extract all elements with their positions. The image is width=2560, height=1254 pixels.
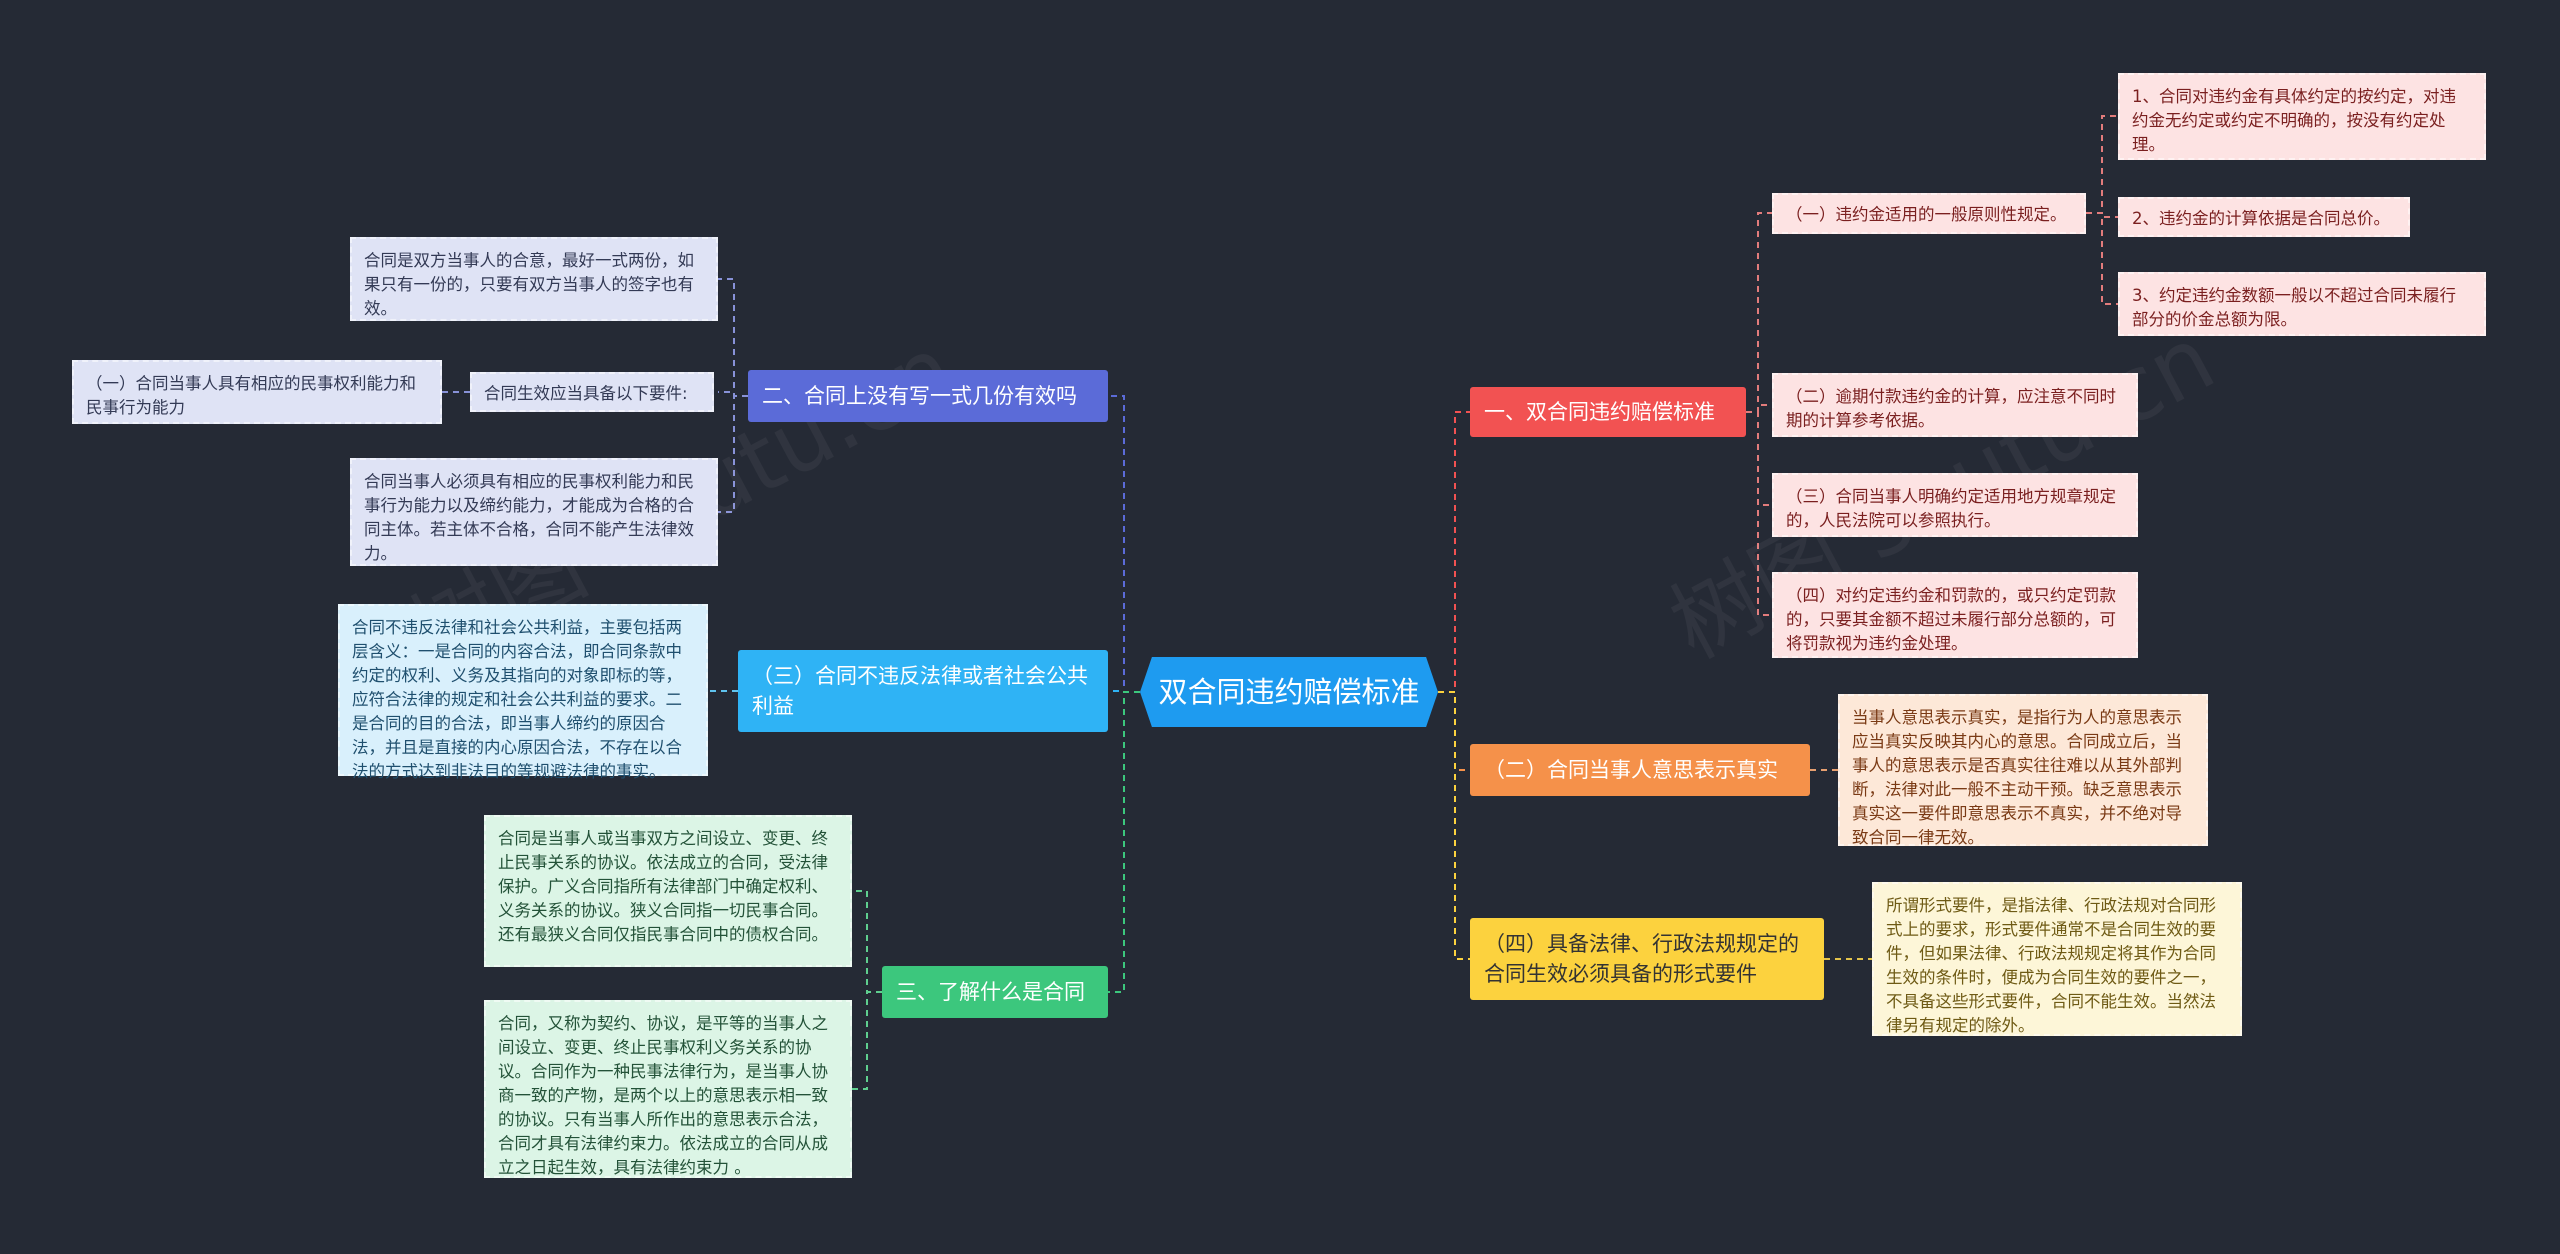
sub-local-rules[interactable]: （三）合同当事人明确约定适用地方规章规定的，人民法院可以参照执行。 — [1772, 473, 2138, 537]
sub-general-principle[interactable]: （一）违约金适用的一般原则性规定。 — [1772, 193, 2086, 234]
sub-fine-as-penalty[interactable]: （四）对约定违约金和罚款的，或只约定罚款的，只要其金额不超过未履行部分总额的，可… — [1772, 572, 2138, 658]
leaf-one-copy-valid[interactable]: 合同是双方当事人的合意，最好一式两份，如果只有一份的，只要有双方当事人的签字也有… — [350, 237, 718, 321]
sub-overdue-payment[interactable]: （二）逾期付款违约金的计算，应注意不同时期的计算参考依据。 — [1772, 373, 2138, 437]
connector — [1108, 691, 1140, 993]
leaf-penalty-limit[interactable]: 3、约定违约金数额一般以不超过合同未履行部分的价金总额为限。 — [2118, 272, 2486, 336]
branch-public-interest[interactable]: （三）合同不违反法律或者社会公共利益 — [738, 650, 1108, 732]
branch-what-is-contract[interactable]: 三、了解什么是合同 — [882, 966, 1108, 1018]
connector — [718, 391, 748, 397]
leaf-form-requirements[interactable]: 所谓形式要件，是指法律、行政法规对合同形式上的要求，形式要件通常不是合同生效的要… — [1872, 882, 2242, 1036]
center-topic[interactable]: 双合同违约赔偿标准 — [1140, 657, 1438, 727]
leaf-true-intent[interactable]: 当事人意思表示真实，是指行为人的意思表示应当真实反映其内心的意思。合同成立后，当… — [1838, 694, 2208, 847]
connector — [2086, 212, 2118, 218]
connector — [718, 395, 748, 513]
connector — [852, 991, 882, 1090]
leaf-contract-definition[interactable]: 合同是当事人或当事双方之间设立、变更、终止民事关系的协议。依法成立的合同，受法律… — [484, 815, 852, 967]
connector — [1746, 404, 1772, 413]
connector — [1438, 411, 1470, 693]
branch-standard[interactable]: 一、双合同违约赔偿标准 — [1470, 387, 1746, 437]
connector — [852, 890, 882, 993]
connector — [1746, 212, 1772, 413]
connector — [718, 278, 748, 397]
leaf-agreed-penalty[interactable]: 1、合同对违约金有具体约定的按约定，对违约金无约定或约定不明确的，按没有约定处理… — [2118, 73, 2486, 160]
connector — [1108, 395, 1140, 693]
leaf-capacity[interactable]: （一）合同当事人具有相应的民事权利能力和民事行为能力 — [72, 360, 442, 424]
branch-copies-valid[interactable]: 二、合同上没有写一式几份有效吗 — [748, 370, 1108, 422]
sub-validity-requirements[interactable]: 合同生效应当具备以下要件: — [470, 372, 714, 412]
connector — [1746, 411, 1772, 616]
branch-form-requirements[interactable]: （四）具备法律、行政法规规定的合同生效必须具备的形式要件 — [1470, 918, 1824, 1000]
leaf-public-interest[interactable]: 合同不违反法律和社会公共利益，主要包括两层含义：一是合同的内容合法，即合同条款中… — [338, 604, 708, 781]
connector — [1438, 691, 1470, 960]
leaf-penalty-basis[interactable]: 2、违约金的计算依据是合同总价。 — [2118, 197, 2410, 237]
branch-true-intent[interactable]: （二）合同当事人意思表示真实 — [1470, 744, 1810, 796]
connector — [2086, 212, 2118, 305]
leaf-contract-agreement[interactable]: 合同，又称为契约、协议，是平等的当事人之间设立、变更、终止民事权利义务关系的协议… — [484, 1000, 852, 1178]
leaf-qualified-subject[interactable]: 合同当事人必须具有相应的民事权利能力和民事行为能力以及缔约能力，才能成为合格的合… — [350, 458, 718, 566]
connector — [2086, 115, 2118, 214]
